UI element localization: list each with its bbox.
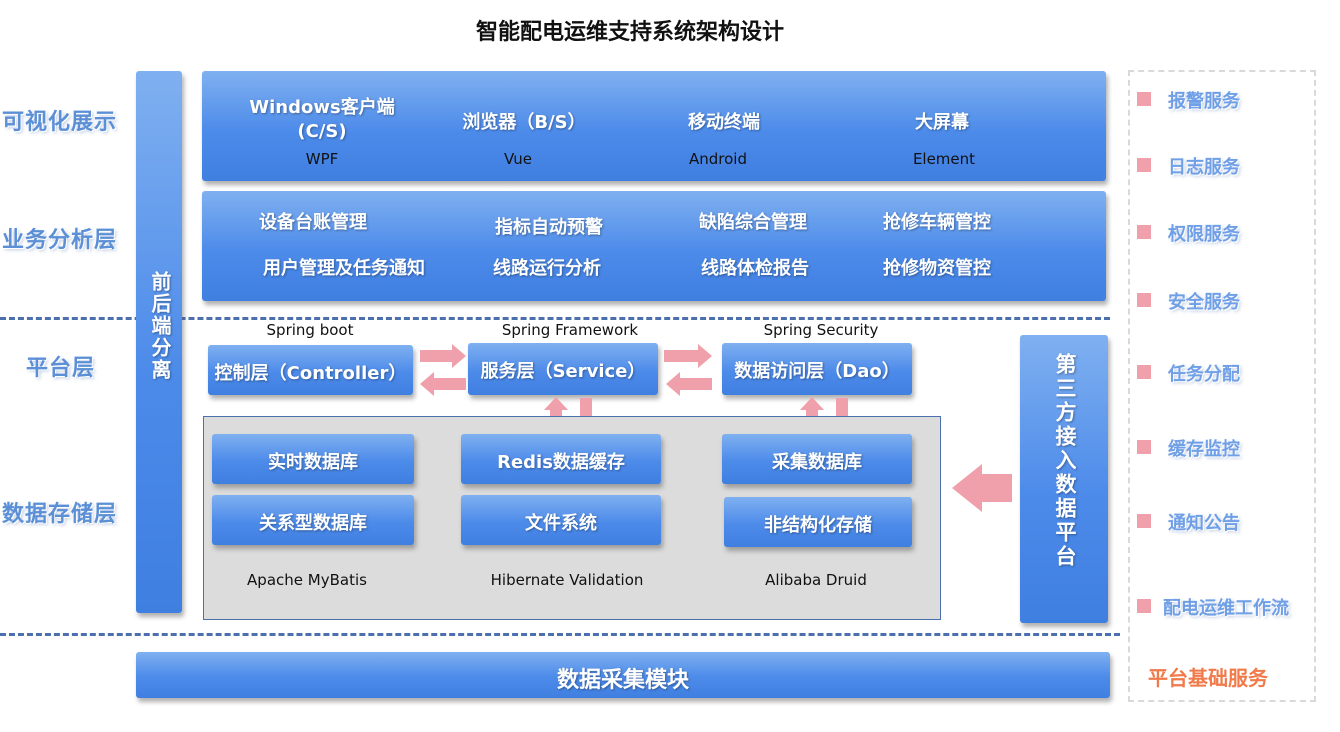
framework-label: Spring Security: [763, 321, 879, 339]
third-party-box: 第三方接入数据平台: [1020, 335, 1108, 623]
separator-platform: [0, 317, 1110, 320]
controller-label: 控制层（Controller）: [214, 363, 407, 384]
service-item: 权限服务: [1168, 224, 1240, 245]
client-windows: Windows客户端 (C/S): [249, 97, 395, 142]
data-collection-label: 数据采集模块: [556, 668, 689, 693]
storage-label: 非结构化存储: [764, 515, 872, 536]
business-item: 线路体检报告: [701, 258, 809, 279]
storage-label: 采集数据库: [772, 452, 862, 473]
arrow-right-icon: [420, 344, 466, 368]
service-label: 服务层（Service）: [480, 361, 646, 382]
storage-label: 实时数据库: [268, 452, 358, 473]
business-item: 设备台账管理: [259, 212, 367, 233]
bullet-icon: [1137, 365, 1151, 379]
storage-box: 关系型数据库: [212, 495, 414, 545]
arrow-left-large-icon: [952, 464, 1012, 512]
client-browser: 浏览器（B/S）: [462, 112, 586, 133]
storage-box: 非结构化存储: [724, 497, 912, 547]
separator-collection: [0, 633, 1120, 636]
layer-label-business: 业务分析层: [2, 228, 118, 253]
visual-layer-box: [202, 71, 1106, 181]
business-item: 抢修车辆管控: [883, 212, 991, 233]
framework-label: Spring Framework: [501, 321, 639, 339]
client-bigscreen: 大屏幕: [915, 112, 969, 133]
storage-tech-label: Hibernate Validation: [490, 571, 644, 589]
frontend-backend-column: 前后端分离: [136, 71, 182, 613]
storage-tech-label: Apache MyBatis: [247, 571, 367, 589]
storage-label: 关系型数据库: [259, 513, 367, 534]
service-box: 服务层（Service）: [468, 343, 658, 395]
client-windows-tech: WPF: [305, 150, 339, 168]
layer-label-storage: 数据存储层: [2, 502, 118, 527]
frontend-backend-label: 前后端分离: [148, 271, 172, 381]
bullet-icon: [1137, 225, 1151, 239]
arrow-left-icon: [666, 372, 712, 396]
service-item: 报警服务: [1168, 91, 1240, 112]
platform-services-panel: [1128, 70, 1316, 702]
arrow-left-icon: [420, 372, 466, 396]
service-item: 安全服务: [1168, 292, 1240, 313]
bullet-icon: [1137, 599, 1151, 613]
service-item: 日志服务: [1168, 157, 1240, 178]
third-party-label: 第三方接入数据平台: [1053, 353, 1077, 569]
bullet-icon: [1137, 92, 1151, 106]
service-item: 配电运维工作流: [1163, 598, 1289, 619]
business-item: 缺陷综合管理: [699, 212, 807, 233]
bullet-icon: [1137, 293, 1151, 307]
bullet-icon: [1137, 440, 1151, 454]
services-title: 平台基础服务: [1148, 666, 1268, 690]
bullet-icon: [1137, 158, 1151, 172]
storage-box: 采集数据库: [722, 434, 912, 484]
business-item: 指标自动预警: [495, 217, 603, 238]
business-item: 线路运行分析: [493, 258, 601, 279]
bullet-icon: [1137, 514, 1151, 528]
arrow-right-icon: [664, 344, 712, 368]
storage-label: 文件系统: [525, 513, 597, 534]
service-item: 缓存监控: [1168, 439, 1240, 460]
storage-tech-label: Alibaba Druid: [765, 571, 867, 589]
service-item: 通知公告: [1168, 513, 1240, 534]
layer-label-visual: 可视化展示: [2, 110, 118, 135]
data-collection-bar: 数据采集模块: [136, 652, 1110, 698]
client-browser-tech: Vue: [504, 150, 532, 168]
dao-box: 数据访问层（Dao）: [722, 343, 912, 395]
framework-label: Spring boot: [266, 321, 354, 339]
client-mobile-tech: Android: [689, 150, 747, 168]
business-layer-box: [202, 191, 1106, 301]
client-bigscreen-tech: Element: [912, 150, 976, 168]
client-mobile: 移动终端: [688, 112, 760, 133]
dao-label: 数据访问层（Dao）: [734, 361, 900, 382]
controller-box: 控制层（Controller）: [208, 345, 413, 395]
storage-box: 文件系统: [461, 495, 661, 545]
layer-label-platform: 平台层: [26, 356, 96, 381]
storage-label: Redis数据缓存: [497, 452, 625, 473]
business-item: 抢修物资管控: [883, 258, 991, 279]
diagram-title: 智能配电运维支持系统架构设计: [475, 20, 784, 45]
service-item: 任务分配: [1168, 364, 1240, 385]
storage-box: Redis数据缓存: [461, 434, 661, 484]
storage-box: 实时数据库: [212, 434, 414, 484]
business-item: 用户管理及任务通知: [263, 258, 425, 279]
